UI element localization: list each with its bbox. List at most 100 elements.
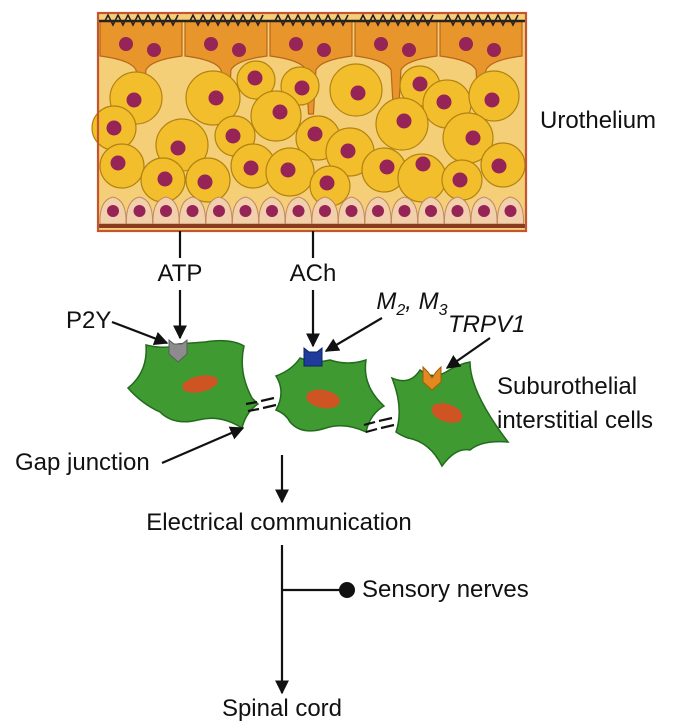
m-receptor-label-sub-1: 2 bbox=[395, 302, 405, 319]
sensory-nerves-label: Sensory nerves bbox=[362, 576, 529, 603]
cell-nucleus bbox=[119, 37, 133, 51]
suburothelial-label-line-2: interstitial cells bbox=[497, 407, 653, 434]
p2y-label: P2Y bbox=[66, 307, 111, 334]
intermediate-cell bbox=[250, 90, 302, 142]
basal-cell bbox=[125, 196, 154, 225]
basal-cell bbox=[470, 196, 498, 225]
interstitial-cell-nucleus bbox=[306, 389, 340, 409]
cell-nucleus bbox=[487, 43, 501, 57]
basal-cell bbox=[311, 196, 339, 225]
m-receptor-label-separator: , bbox=[405, 288, 418, 315]
apical-plaque bbox=[189, 13, 264, 27]
intermediate-cell bbox=[265, 147, 315, 197]
basal-cell bbox=[231, 196, 260, 225]
atp-label: ATP bbox=[158, 260, 203, 287]
apical-plaque bbox=[274, 13, 349, 27]
basal-cell bbox=[364, 196, 392, 225]
cell-nucleus bbox=[459, 37, 473, 51]
cell-nucleus bbox=[374, 37, 388, 51]
cell-nucleus bbox=[491, 158, 507, 174]
cell-nucleus bbox=[372, 205, 384, 217]
m-receptor bbox=[303, 346, 323, 367]
intermediate-cell bbox=[140, 157, 186, 203]
cell-nucleus bbox=[402, 43, 416, 57]
cell-nucleus bbox=[110, 155, 126, 171]
basal-cell bbox=[258, 196, 286, 225]
basal-cell bbox=[178, 196, 207, 225]
cell-nucleus bbox=[484, 92, 500, 108]
cell-nucleus bbox=[157, 171, 173, 187]
cell-nucleus bbox=[197, 174, 213, 190]
cell-nucleus bbox=[107, 205, 119, 217]
cell-nucleus bbox=[208, 90, 224, 106]
cell-nucleus bbox=[340, 143, 356, 159]
urothelium-box bbox=[91, 11, 528, 233]
cell-nucleus bbox=[243, 160, 259, 176]
basal-cell bbox=[390, 196, 419, 225]
gap-junction-1 bbox=[245, 396, 277, 413]
gap-junction-pointer-arrow bbox=[161, 426, 245, 465]
basal-cell-layer bbox=[99, 196, 525, 225]
umbrella-cell-layer bbox=[99, 20, 523, 115]
urothelium-label: Urothelium bbox=[540, 107, 656, 134]
cell-nucleus bbox=[272, 104, 288, 120]
cell-nucleus bbox=[232, 43, 246, 57]
trpv1-receptor bbox=[422, 365, 442, 391]
cell-nucleus bbox=[319, 175, 335, 191]
cell-nucleus bbox=[451, 205, 464, 217]
m-receptor-label-sub-2: 3 bbox=[439, 302, 448, 319]
intermediate-cell bbox=[99, 143, 145, 189]
cell-nucleus bbox=[452, 172, 468, 188]
suburothelial-label-line-1: Suburothelial bbox=[497, 373, 637, 400]
trpv1-label: TRPV1 bbox=[448, 311, 525, 338]
intermediate-cell bbox=[185, 157, 231, 203]
cell-nucleus bbox=[266, 205, 278, 217]
intermediate-cell bbox=[397, 153, 447, 203]
cell-nucleus bbox=[186, 205, 199, 217]
basal-cell bbox=[337, 196, 366, 225]
basal-cell bbox=[443, 196, 472, 225]
umbrella-cell bbox=[439, 20, 523, 115]
interstitial-cell-3 bbox=[390, 361, 510, 468]
intermediate-cell bbox=[441, 159, 483, 201]
interstitial-cell-2 bbox=[274, 357, 386, 434]
interstitial-cell-1 bbox=[126, 339, 260, 430]
basal-cell bbox=[99, 196, 127, 225]
cell-nucleus bbox=[292, 205, 305, 217]
electrical-communication-label: Electrical communication bbox=[146, 509, 411, 536]
cell-nucleus bbox=[396, 113, 412, 129]
cell-nucleus bbox=[350, 85, 366, 101]
cell-nucleus bbox=[225, 128, 241, 144]
gap-junction-label: Gap junction bbox=[15, 449, 150, 476]
cell-nucleus bbox=[294, 80, 310, 96]
cell-nucleus bbox=[133, 205, 146, 217]
apical-plaque bbox=[359, 13, 434, 27]
cell-nucleus bbox=[412, 76, 428, 92]
cell-nucleus bbox=[126, 92, 142, 108]
intermediate-cell bbox=[230, 143, 276, 189]
intermediate-cell-layer bbox=[91, 60, 526, 207]
cell-nucleus bbox=[319, 205, 331, 217]
m-receptor-label: M2, M3 bbox=[343, 288, 468, 321]
basal-cell bbox=[152, 196, 180, 225]
m-receptor-pointer-arrow bbox=[324, 317, 383, 352]
cell-nucleus bbox=[106, 120, 122, 136]
cell-nucleus bbox=[436, 94, 452, 110]
cell-nucleus bbox=[379, 159, 395, 175]
intermediate-cell bbox=[91, 105, 137, 151]
interstitial-cell-nucleus bbox=[431, 403, 463, 423]
cell-nucleus bbox=[345, 205, 358, 217]
basal-cell bbox=[205, 196, 233, 225]
sensory-nerve-terminal-dot bbox=[339, 582, 355, 598]
umbrella-cell bbox=[354, 20, 438, 115]
cell-nucleus bbox=[425, 205, 437, 217]
cell-nucleus bbox=[213, 205, 225, 217]
umbrella-cell bbox=[269, 20, 353, 115]
ach-label: ACh bbox=[290, 260, 337, 287]
basal-cell bbox=[417, 196, 445, 225]
m-receptor-label-base-1: M bbox=[376, 288, 396, 315]
cell-nucleus bbox=[317, 43, 331, 57]
apical-membrane bbox=[99, 13, 525, 27]
interstitial-cell-nucleus bbox=[182, 375, 218, 393]
intermediate-cell bbox=[468, 70, 520, 122]
